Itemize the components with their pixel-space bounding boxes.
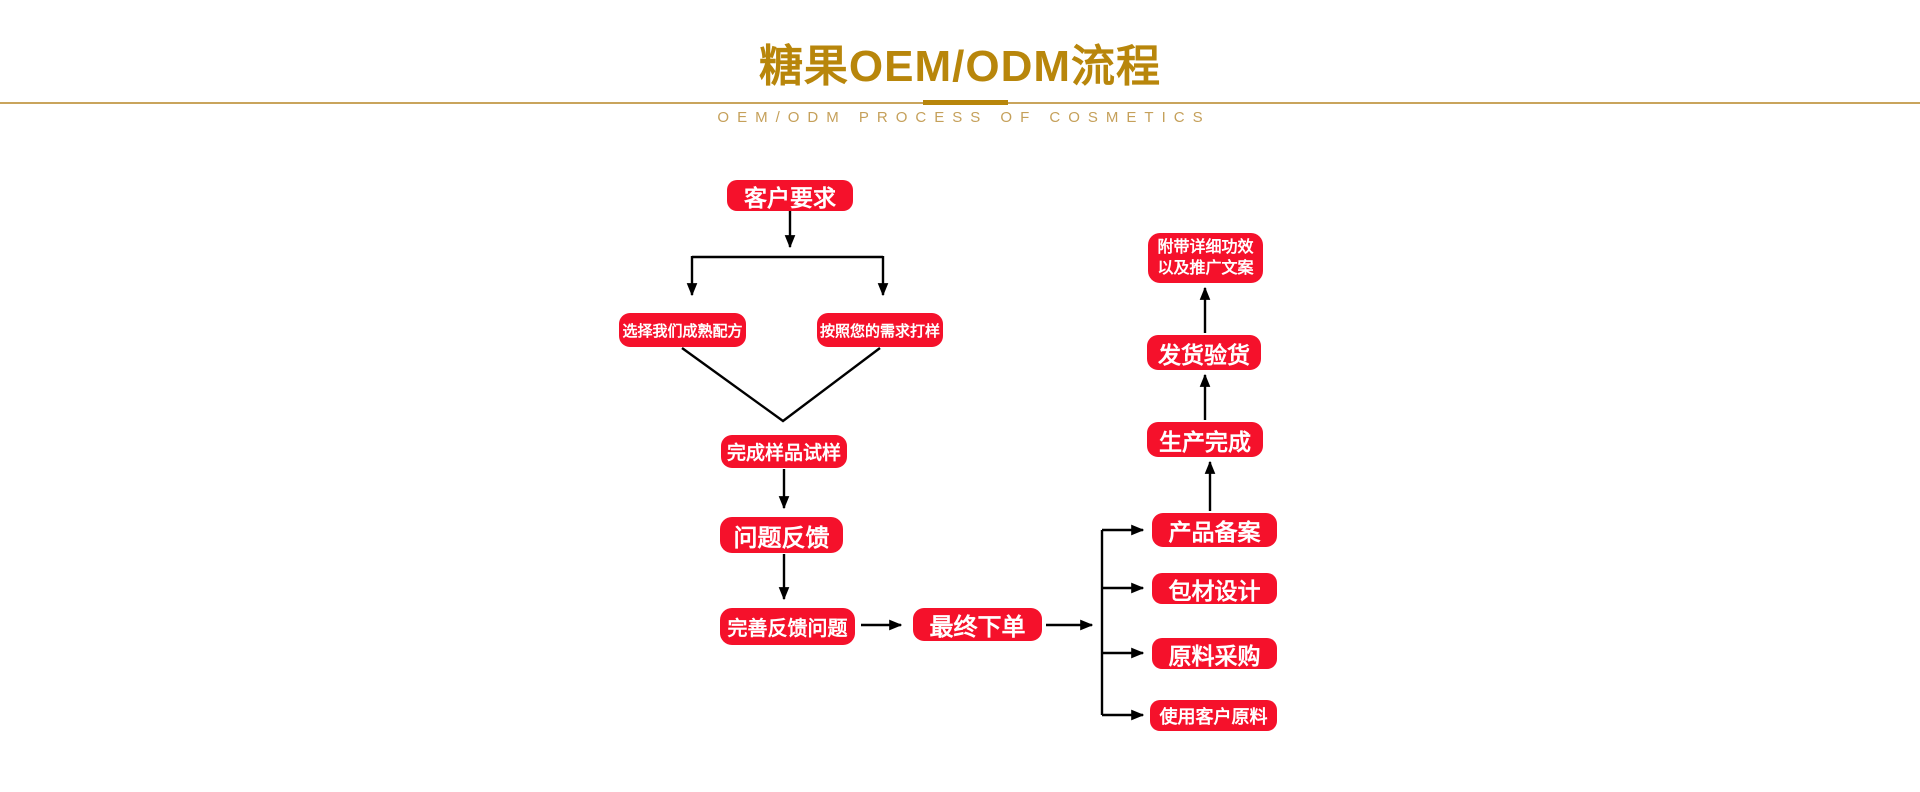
divider-accent xyxy=(923,100,1008,105)
flow-node-production-complete: 生产完成 xyxy=(1147,422,1263,457)
flow-node-custom-sample: 按照您的需求打样 xyxy=(817,313,943,347)
docs-line2: 以及推广文案 xyxy=(1157,260,1254,277)
flow-node-packaging-design: 包材设计 xyxy=(1152,573,1277,604)
flow-node-shipment-inspection: 发货验货 xyxy=(1147,335,1261,370)
flow-node-complete-sample: 完成样品试样 xyxy=(721,435,847,468)
flow-node-material-purchase: 原料采购 xyxy=(1152,638,1277,669)
flow-node-refine-feedback: 完善反馈问题 xyxy=(720,608,855,645)
flow-node-customer-material: 使用客户原料 xyxy=(1150,700,1277,731)
flow-node-problem-feedback: 问题反馈 xyxy=(720,517,843,553)
flow-node-customer-request: 客户要求 xyxy=(727,180,853,211)
flow-node-choose-formula: 选择我们成熟配方 xyxy=(619,313,746,347)
flow-node-final-order: 最终下单 xyxy=(913,608,1042,641)
docs-line1: 附带详细功效 xyxy=(1157,239,1254,256)
page-subtitle: OEM/ODM PROCESS OF COSMETICS xyxy=(717,109,1211,126)
flow-node-product-filing: 产品备案 xyxy=(1152,513,1277,547)
page-title: 糖果OEM/ODM流程 xyxy=(758,42,1162,91)
flow-node-docs: 附带详细功效 以及推广文案 xyxy=(1148,233,1263,283)
